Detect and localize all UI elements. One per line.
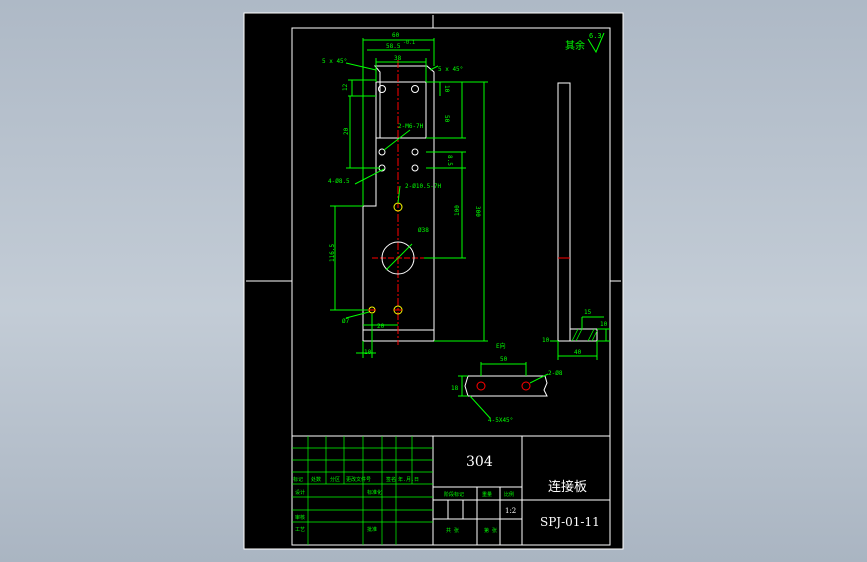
side-dimension-lines [550,316,610,360]
dim-bottom-offset: 20 [377,323,385,330]
scale-value: 1:2 [505,507,516,515]
front-dimension-lines [330,38,488,358]
sheet-label: 第 张 [484,527,497,534]
dim-side-width: 40 [574,349,582,356]
dim-chamfer-left: 5 x 45° [322,58,347,65]
title-block-grid [292,436,433,545]
role-review: 审核 [295,514,305,521]
dim-hole-4: 4-Ø8.5 [328,178,350,185]
big-hole [381,241,415,275]
dim-top-width: 60 [392,32,400,39]
cert-label: 阶段标记 [444,491,464,498]
weight-label: 重量 [482,491,492,498]
header-zone: 分区 [330,476,340,483]
dim-top-fit: 58.5 [386,43,401,50]
header-change-doc: 更改文件号 [346,476,371,483]
title-block: 标记 处数 分区 更改文件号 签名 年.月.日 设计 标准化 审核 工艺 批准 … [291,435,611,546]
dim-top-tol: -0.1 [403,40,415,46]
part-name: 连接板 [548,479,587,495]
dim-small-hole: Ø7 [342,318,350,325]
dim-bottom-small: 10 [364,349,372,356]
hole-mid-right [411,164,419,172]
material: 304 [466,454,493,470]
front-view-outline [362,65,435,342]
dim-left-slot-depth: 20 [343,127,350,135]
side-view-foot [569,328,598,342]
dim-hole-2: 2-Ø10.5-7H [405,183,442,190]
dim-detail-hole: 2-Ø8 [548,370,563,377]
side-view-plate [557,82,571,342]
dim-side-thickness: 15 [584,309,592,316]
dim-height-total: 300 [474,206,481,217]
roughness-value: 6.3 [589,32,602,40]
detail-outline [464,375,548,397]
drawing-number: SPJ-01-11 [540,515,600,529]
role-approve: 批准 [367,526,377,533]
detail-label: E向 [496,342,506,350]
side-view: 15 10 40 10 [542,82,610,360]
dim-right-slot: 50 [443,115,450,123]
header-signature: 签名 [386,476,396,483]
dim-height-100: 100 [454,205,461,216]
dim-tap-spacing: 8.5 [446,155,453,166]
dim-left-small: 12 [342,83,349,91]
upper-slot [375,81,427,139]
front-view: 60 58.5 -0.1 38 5 x 45° 5 x 45° 12 20 10… [322,32,488,358]
sheets-label: 共 张 [446,527,459,534]
roughness-label: 其余 [565,39,585,52]
header-mark: 标记 [293,476,303,483]
detail-view: E向 50 2-Ø8 18 4-5X45° [451,342,563,424]
roughness-symbol: 其余 6.3 [565,32,605,54]
dim-right-small: 10 [443,85,450,93]
dim-detail-spacing: 50 [500,356,508,363]
dim-slot-width: 38 [394,55,402,62]
dim-side-height-small: 10 [600,321,608,328]
dim-big-hole: Ø38 [418,227,429,234]
role-design: 设计 [295,489,305,496]
role-standard: 标准化 [367,489,382,496]
header-date: 年.月.日 [398,476,419,483]
scale-label: 比例 [504,491,514,498]
tap-hole-right [411,148,419,156]
detail-hole-right [521,381,531,391]
role-process: 工艺 [295,527,305,533]
tap-hole-left [378,148,386,156]
detail-dimension-lines [458,362,549,419]
hole-top-right [411,85,419,93]
side-view-hatch [571,328,598,342]
dim-chamfer-right: 5 x 45° [438,66,463,73]
dim-left-height: 116.5 [329,244,336,262]
detail-hole-left [476,381,486,391]
hole-top-left [378,85,386,93]
dim-tap-holes: 2-M6-7H [398,123,424,130]
dim-side-edge: 10 [542,337,550,344]
dim-detail-height: 18 [451,385,459,392]
dim-detail-chamfer: 4-5X45° [488,417,513,424]
header-count: 处数 [311,476,321,483]
